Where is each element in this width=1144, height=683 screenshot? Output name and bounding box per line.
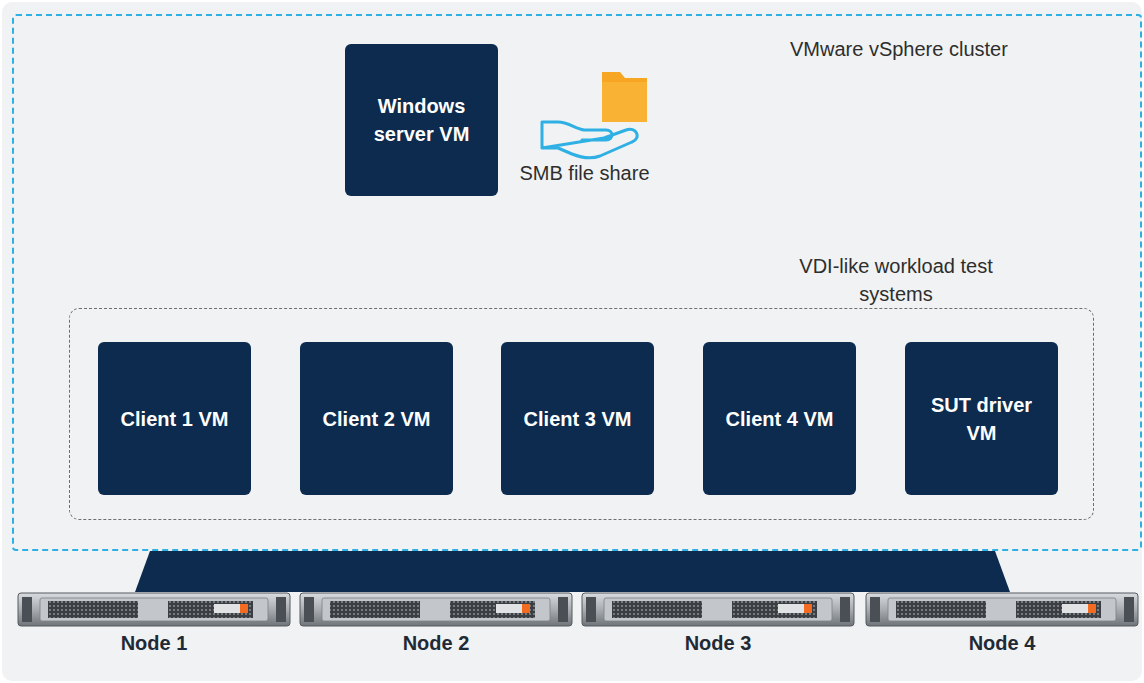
server-chassis <box>18 593 1138 626</box>
server-part <box>300 593 572 626</box>
server-part <box>866 593 1138 626</box>
server-label: Node 3 <box>658 632 778 655</box>
node-text: Windows server VM <box>366 92 478 148</box>
server-part <box>612 601 702 618</box>
node-text: VMware vSphere cluster <box>790 38 1008 61</box>
server-part <box>522 604 530 613</box>
server-part <box>22 597 32 622</box>
vm-box: Client 1 VM <box>98 342 251 495</box>
node-text: Client 3 VM <box>524 405 632 433</box>
server-part <box>1124 597 1134 622</box>
node-text: SUT driver VM <box>926 391 1038 447</box>
node-text: SMB file share <box>502 162 667 185</box>
server-part <box>330 601 420 618</box>
server-part <box>558 597 568 622</box>
node-text: Client 4 VM <box>726 405 834 433</box>
server-label: Node 2 <box>376 632 496 655</box>
share-icon <box>502 50 667 160</box>
server-part <box>322 598 550 621</box>
server-part <box>168 601 253 618</box>
server-part <box>732 601 817 618</box>
node-text: VDI-like workload test systems <box>781 252 1011 308</box>
server-part <box>48 601 138 618</box>
file-share-icon: SMB file share <box>502 50 667 198</box>
server-part <box>604 598 832 621</box>
server-part <box>1088 604 1096 613</box>
server-part <box>40 598 268 621</box>
cluster-region: VMware vSphere clusterWindows server VM S… <box>12 14 1142 551</box>
server-part <box>18 593 290 626</box>
vm-box: Client 3 VM <box>501 342 654 495</box>
vm-box: Client 4 VM <box>703 342 856 495</box>
server-part <box>304 597 314 622</box>
server-part <box>496 604 522 613</box>
server-part <box>896 601 986 618</box>
vm-box: Windows server VM <box>345 44 498 196</box>
server-part <box>582 593 854 626</box>
vm-box: SUT driver VM <box>905 342 1058 495</box>
server-part <box>214 604 240 613</box>
server-part <box>778 604 804 613</box>
server-part <box>840 597 850 622</box>
server-part <box>1062 604 1088 613</box>
server-part <box>450 601 535 618</box>
server-part <box>240 604 248 613</box>
node-text: Client 1 VM <box>121 405 229 433</box>
server-part <box>1016 601 1101 618</box>
server-part <box>276 597 286 622</box>
vm-box: Client 2 VM <box>300 342 453 495</box>
server-part <box>586 597 596 622</box>
server-label: Node 4 <box>942 632 1062 655</box>
server-label: Node 1 <box>94 632 214 655</box>
server-part <box>888 598 1116 621</box>
node-text: Client 2 VM <box>323 405 431 433</box>
server-part <box>870 597 880 622</box>
server-part <box>804 604 812 613</box>
cluster-connector-band <box>135 551 1010 592</box>
workload-group: VDI-like workload test systemsClient 1 V… <box>69 252 1094 520</box>
